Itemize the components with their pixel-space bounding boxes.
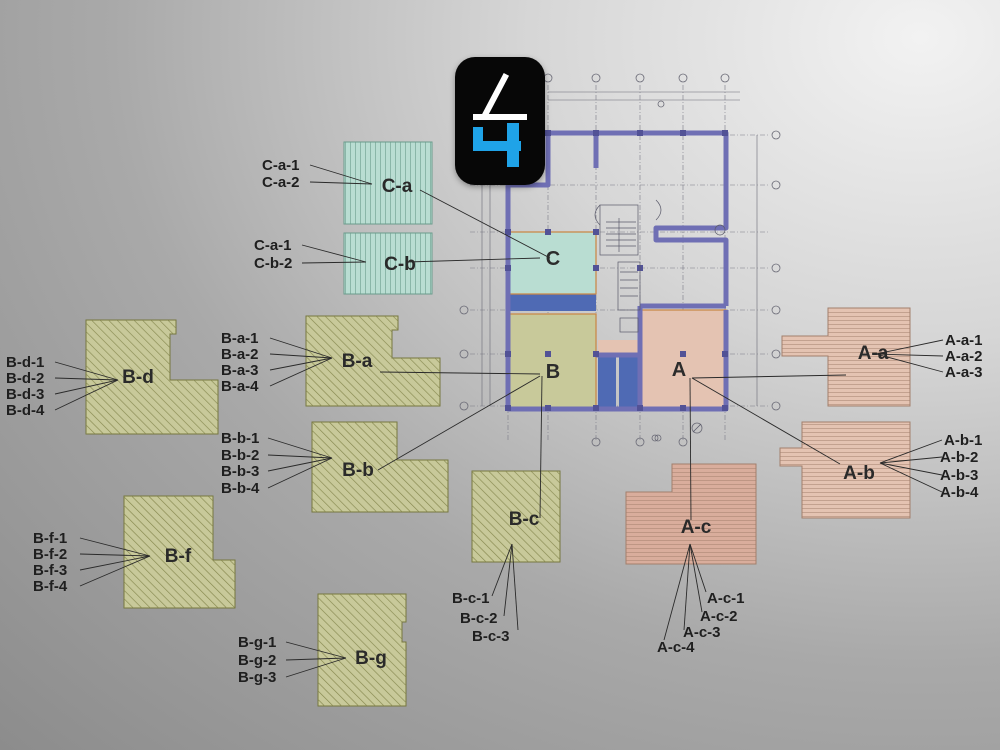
- sub-label: A-a-2: [945, 348, 983, 365]
- sub-label: B-b-1: [221, 430, 259, 447]
- unit-label: B-g: [355, 648, 387, 669]
- sub-label: B-a-4: [221, 378, 259, 395]
- sub-label: B-d-1: [6, 354, 44, 371]
- stair-core: [594, 199, 726, 333]
- unit-bg-hatch: [318, 594, 406, 706]
- sub-label: C-a-1: [262, 157, 300, 174]
- sub-label: B-f-2: [33, 546, 67, 563]
- sub-label: B-b-4: [221, 480, 260, 497]
- sub-leader-lines: [54, 164, 944, 678]
- sub-label: B-c-1: [452, 590, 490, 607]
- zone-blue-room-1: [598, 357, 616, 407]
- unit-shapes: [85, 141, 911, 707]
- sub-label: B-a-2: [221, 346, 259, 363]
- sub-label: B-d-2: [6, 370, 44, 387]
- unit-bd-hatch: [86, 320, 218, 434]
- sub-label: B-d-4: [6, 402, 45, 419]
- sub-label: B-g-1: [238, 634, 276, 651]
- zone-c-area: [508, 232, 596, 294]
- sub-label: B-g-2: [238, 652, 276, 669]
- sub-label: B-f-3: [33, 562, 67, 579]
- sub-label: B-c-3: [472, 628, 510, 645]
- zone-leader-lines: [377, 189, 847, 521]
- sub-label: A-b-4: [940, 484, 979, 501]
- sub-label: A-c-2: [700, 608, 738, 625]
- unit-label: B-f: [165, 546, 192, 567]
- zone-blue-room-2: [619, 357, 639, 407]
- zone-c-corridor: [508, 294, 596, 311]
- sub-label: C-a-1: [254, 237, 292, 254]
- zone-a-area: [640, 310, 726, 408]
- sub-label: A-a-1: [945, 332, 983, 349]
- dimension-lines: [481, 91, 758, 406]
- axis-bubbles: [459, 73, 781, 447]
- north-arrow-icon: [692, 423, 702, 433]
- sub-label: A-a-3: [945, 364, 983, 381]
- app-logo-icon: [455, 57, 545, 185]
- unit-bc-hatch: [472, 471, 560, 562]
- zone-a-label: A: [672, 359, 686, 381]
- unit-label: A-b: [843, 463, 875, 484]
- sub-label: A-c-3: [683, 624, 721, 641]
- sub-label: C-a-2: [262, 174, 300, 191]
- unit-cb-hatch: [344, 233, 432, 294]
- unit-label: C-b: [384, 254, 416, 275]
- unit-ba-hatch: [306, 316, 440, 406]
- unit-label: B-b: [342, 460, 374, 481]
- sub-label: B-b-2: [221, 447, 259, 464]
- unit-bb-hatch: [312, 422, 448, 512]
- sub-label: B-a-3: [221, 362, 259, 379]
- unit-ca-hatch: [344, 142, 432, 224]
- zone-c-label: C: [546, 248, 560, 270]
- zone-b-label: B: [546, 361, 560, 383]
- sub-label: B-f-1: [33, 530, 67, 547]
- sub-label: A-c-1: [707, 590, 745, 607]
- unit-label: B-a: [342, 351, 373, 372]
- sub-label: A-b-2: [940, 449, 978, 466]
- sub-label: B-b-3: [221, 463, 259, 480]
- sub-label: B-a-1: [221, 330, 259, 347]
- unit-label: A-a: [858, 343, 889, 364]
- unit-label: B-d: [122, 367, 154, 388]
- sub-label: B-c-2: [460, 610, 498, 627]
- sub-label: A-b-1: [944, 432, 982, 449]
- building-plan: [459, 73, 781, 447]
- sub-label: B-f-4: [33, 578, 68, 595]
- unit-bf-hatch: [124, 496, 235, 608]
- unit-label: C-a: [382, 176, 413, 197]
- zone-a-lobby: [598, 340, 638, 354]
- zone-b-area: [508, 314, 596, 408]
- unit-aa-hatch: [782, 308, 910, 406]
- sub-label: C-b-2: [254, 255, 292, 272]
- sub-label: A-b-3: [940, 467, 978, 484]
- unit-ab-hatch: [780, 422, 910, 518]
- sub-label: B-d-3: [6, 386, 44, 403]
- columns: [505, 130, 728, 411]
- sub-label: A-c-4: [657, 639, 695, 656]
- unit-label: A-c: [681, 517, 712, 538]
- sub-label: B-g-3: [238, 669, 276, 686]
- unit-label: B-c: [509, 509, 540, 530]
